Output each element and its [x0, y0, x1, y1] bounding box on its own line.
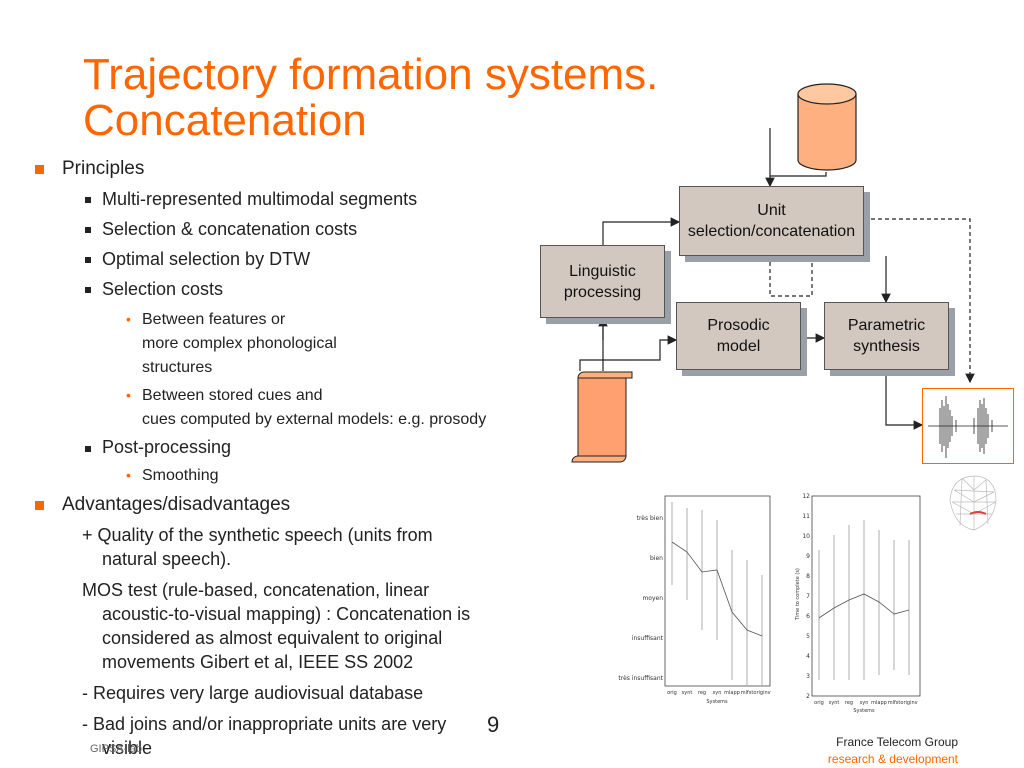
x-tick: orig	[667, 690, 677, 696]
bullet-a2-line4: movements Gibert et al, IEEE SS 2002	[102, 652, 414, 672]
linguistic-processing-box: Linguistic processing	[540, 245, 665, 318]
bullet-a2-line3: considered as almost equivalent to origi…	[102, 628, 443, 648]
orange-dot-bullet: •	[126, 387, 131, 403]
y-tick: 7	[806, 593, 810, 600]
y-tick: 9	[806, 553, 810, 560]
x-tick: synt	[829, 700, 840, 706]
param-label-2: synthesis	[853, 338, 920, 355]
waveform-icon	[922, 388, 1014, 464]
black-square-bullet	[85, 227, 91, 233]
bullet-p4b-line1: Between stored cues and	[142, 387, 323, 404]
footer-company: France Telecom Group	[836, 735, 958, 749]
bullet-advantages: Advantages/disadvantages	[62, 494, 291, 515]
x-tick: originv	[753, 690, 770, 696]
x-tick: mlapp	[724, 690, 740, 696]
y-tick: insuffisant	[632, 635, 664, 642]
orange-square-bullet	[35, 165, 44, 174]
x-axis-label: Systems	[853, 708, 875, 714]
database-icon	[797, 83, 857, 171]
bullet-p4a-line2: more complex phonological	[142, 335, 337, 352]
unit-label-1: Unit	[757, 202, 786, 219]
orange-dot-bullet: •	[126, 311, 131, 327]
bullet-p2: Selection & concatenation costs	[102, 219, 358, 239]
pros-label-2: model	[716, 338, 761, 355]
unit-label-2: selection/concatenation	[687, 223, 856, 240]
x-tick: syn	[860, 700, 869, 706]
bullet-p5a: Smoothing	[142, 467, 219, 484]
y-axis-label: Time to complete (s)	[795, 568, 801, 621]
pros-label-1: Prosodic	[707, 317, 770, 334]
x-tick: synt	[682, 690, 693, 696]
y-tick: bien	[650, 555, 663, 562]
y-tick: 4	[806, 653, 810, 660]
face-mesh-icon	[949, 475, 997, 531]
x-tick: orig	[814, 700, 824, 706]
unit-selection-box: Unit selection/concatenation	[679, 186, 864, 256]
parametric-synthesis-box: Parametric synthesis	[824, 302, 949, 370]
ling-label-1: Linguistic	[569, 262, 636, 280]
y-tick: 3	[806, 673, 810, 680]
orange-square-bullet	[35, 501, 44, 510]
y-tick: 5	[806, 633, 810, 640]
prosodic-model-box: Prosodic model	[676, 302, 801, 370]
bullet-a2-line2: acoustic-to-visual mapping) : Concatenat…	[102, 604, 471, 624]
y-tick: très bien	[637, 515, 664, 522]
title-line-2: Concatenation	[83, 96, 367, 145]
x-tick: syn	[713, 690, 722, 696]
bullet-a3: - Requires very large audiovisual databa…	[82, 683, 424, 703]
x-tick: reg	[845, 700, 853, 706]
y-tick: 6	[806, 613, 810, 620]
x-tick: originv	[900, 700, 917, 706]
bullet-p4a-line3: structures	[142, 359, 213, 376]
bullet-a2-line1: MOS test (rule-based, concatenation, lin…	[82, 580, 430, 600]
y-tick: moyen	[642, 595, 663, 602]
black-square-bullet	[85, 257, 91, 263]
bullet-a1-line1: + Quality of the synthetic speech (units…	[82, 525, 433, 545]
bullet-a4-line2: visible	[102, 738, 153, 758]
x-axis-label: Systems	[706, 699, 728, 705]
black-square-bullet	[85, 197, 91, 203]
y-tick: très insuffisant	[618, 675, 663, 682]
ling-label-2: processing	[563, 283, 642, 301]
bullet-p3: Optimal selection by DTW	[102, 249, 311, 269]
bullet-p1: Multi-represented multimodal segments	[102, 189, 418, 209]
footer-lab: GIPSA-lab	[90, 743, 142, 755]
title-line-1: Trajectory formation systems.	[83, 50, 659, 99]
y-tick: 2	[806, 693, 810, 700]
x-tick: mlapp	[871, 700, 887, 706]
footer-division: research & development	[827, 752, 958, 766]
y-tick: 12	[802, 493, 810, 500]
time-chart: 2 3 4 5 6 7 8 9 10 11 12 Time to complet…	[795, 493, 921, 714]
bullet-a4-line1: - Bad joins and/or inappropriate units a…	[82, 714, 447, 734]
bullet-p4a-line1: Between features or	[142, 311, 286, 328]
slide-title: Trajectory formation systems. Concatenat…	[83, 52, 783, 144]
y-tick: 10	[802, 533, 810, 540]
scroll-icon	[571, 371, 633, 463]
orange-dot-bullet: •	[126, 467, 131, 483]
param-label-1: Parametric	[847, 317, 926, 334]
x-tick: reg	[698, 690, 706, 696]
bullet-p4: Selection costs	[102, 279, 224, 299]
y-tick: 8	[806, 573, 810, 580]
black-square-bullet	[85, 287, 91, 293]
mos-chart: très bien bien moyen insuffisant très in…	[618, 495, 771, 705]
page-number: 9	[487, 712, 500, 737]
bullet-a1-line2: natural speech).	[102, 549, 232, 569]
bullet-principles: Principles	[62, 158, 145, 179]
y-tick: 11	[802, 513, 810, 520]
black-square-bullet	[85, 446, 91, 452]
x-tick: mlfst	[741, 690, 754, 696]
bullet-p5: Post-processing	[102, 437, 232, 457]
x-tick: mlfst	[888, 700, 901, 706]
bullet-p4b-line2: cues computed by external models: e.g. p…	[142, 411, 487, 428]
